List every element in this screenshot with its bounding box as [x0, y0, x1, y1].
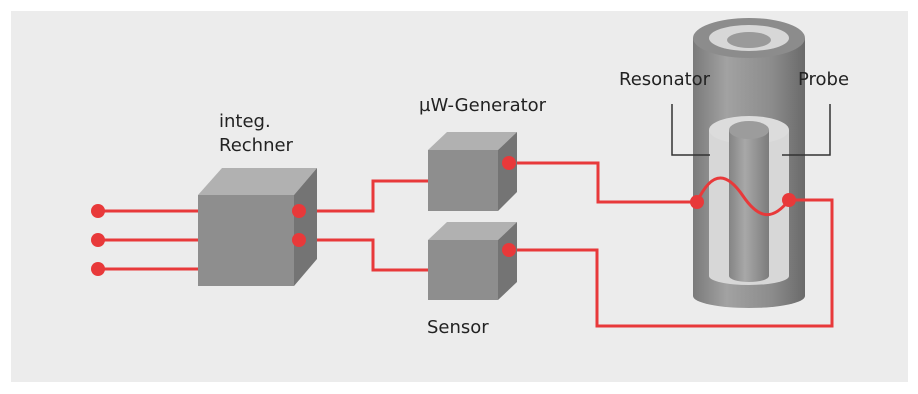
resonator-core-top [729, 121, 769, 139]
generator-box [428, 132, 517, 211]
sensor-box [428, 222, 517, 300]
computer-box-front [198, 195, 294, 286]
input-connector-1 [91, 204, 105, 218]
generator-label: µW-Generator [419, 95, 547, 116]
resonator-leader-line [671, 104, 710, 156]
computer-box [198, 168, 317, 286]
sensor-box-side [498, 222, 517, 300]
probe-connector [782, 193, 796, 207]
generator-box-top [428, 132, 517, 150]
signal-wires [98, 161, 834, 328]
generator-box-side [498, 132, 517, 211]
resonator-standing-wave [695, 176, 791, 217]
probe-label: Probe [798, 69, 849, 90]
probe-return-wire [509, 198, 834, 328]
connectors [91, 156, 796, 276]
probe-leader-line [782, 104, 831, 156]
computer-label-line1: integ. [219, 111, 271, 132]
generator-to-resonator-wire [509, 161, 697, 204]
generator-connector [502, 156, 516, 170]
input-connector-3 [91, 262, 105, 276]
computer-box-side [294, 168, 317, 286]
computer-box-top [198, 168, 317, 195]
sensor-label: Sensor [427, 317, 489, 338]
computer-to-generator-wire [299, 179, 428, 213]
generator-box-front [428, 150, 498, 211]
computer-output-connector-1 [292, 204, 306, 218]
resonator-input-connector [690, 195, 704, 209]
resonator [693, 18, 805, 308]
computer-output-connector-2 [292, 233, 306, 247]
sensor-box-front [428, 240, 498, 300]
computer-label-line2: Rechner [219, 135, 294, 156]
computer-to-sensor-wire [299, 238, 428, 272]
input-connector-2 [91, 233, 105, 247]
resonator-label: Resonator [619, 69, 711, 90]
sensor-connector [502, 243, 516, 257]
sensor-box-top [428, 222, 517, 240]
